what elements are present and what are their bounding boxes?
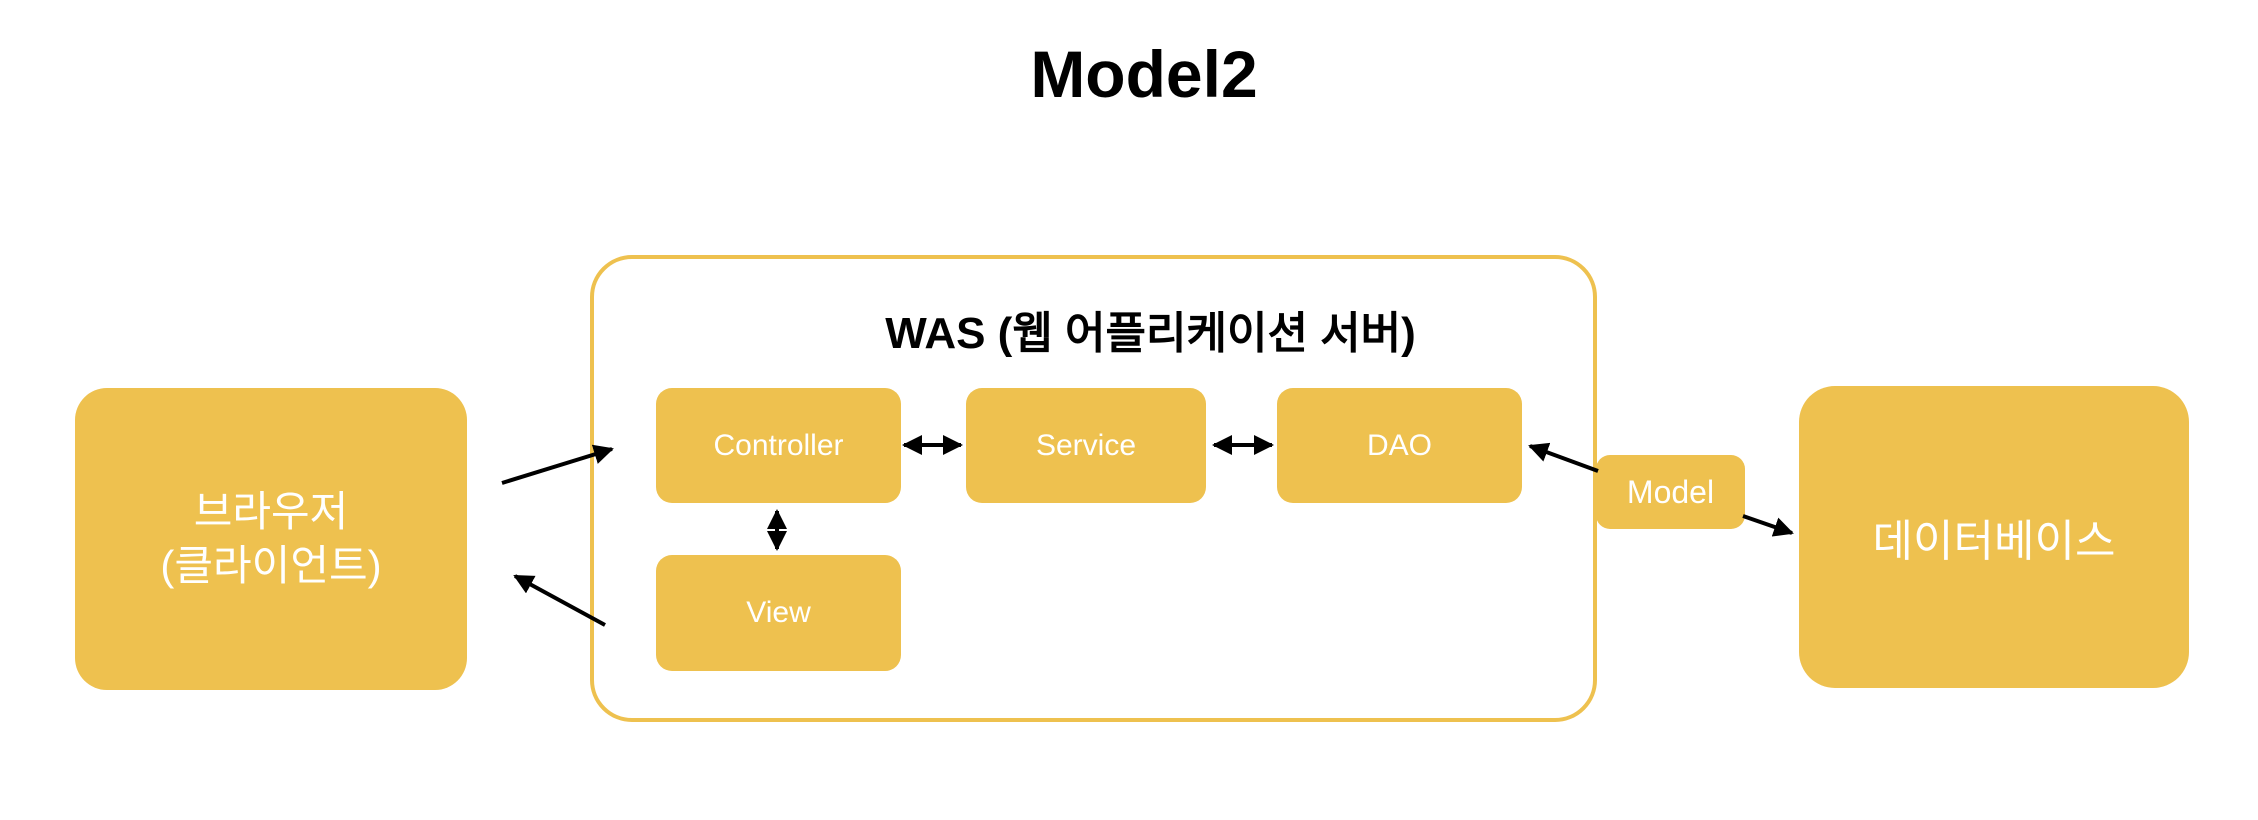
- dao-node: DAO: [1277, 388, 1522, 503]
- controller-node: Controller: [656, 388, 901, 503]
- arrow-model-to-database: [1742, 514, 1794, 537]
- database-node: 데이터베이스: [1799, 386, 2189, 688]
- was-container: WAS (웹 어플리케이션 서버) Controller Service DAO…: [590, 255, 1597, 722]
- browser-label-line1: 브라우저: [193, 488, 349, 536]
- model-node: Model: [1596, 455, 1745, 529]
- browser-node: 브라우저 (클라이언트): [75, 388, 467, 690]
- was-title: WAS (웹 어플리케이션 서버): [885, 309, 1416, 358]
- view-node: View: [656, 555, 901, 671]
- browser-label-line2: (클라이언트): [160, 542, 382, 589]
- diagram-title: Model2: [1030, 37, 1258, 111]
- service-node: Service: [966, 388, 1206, 503]
